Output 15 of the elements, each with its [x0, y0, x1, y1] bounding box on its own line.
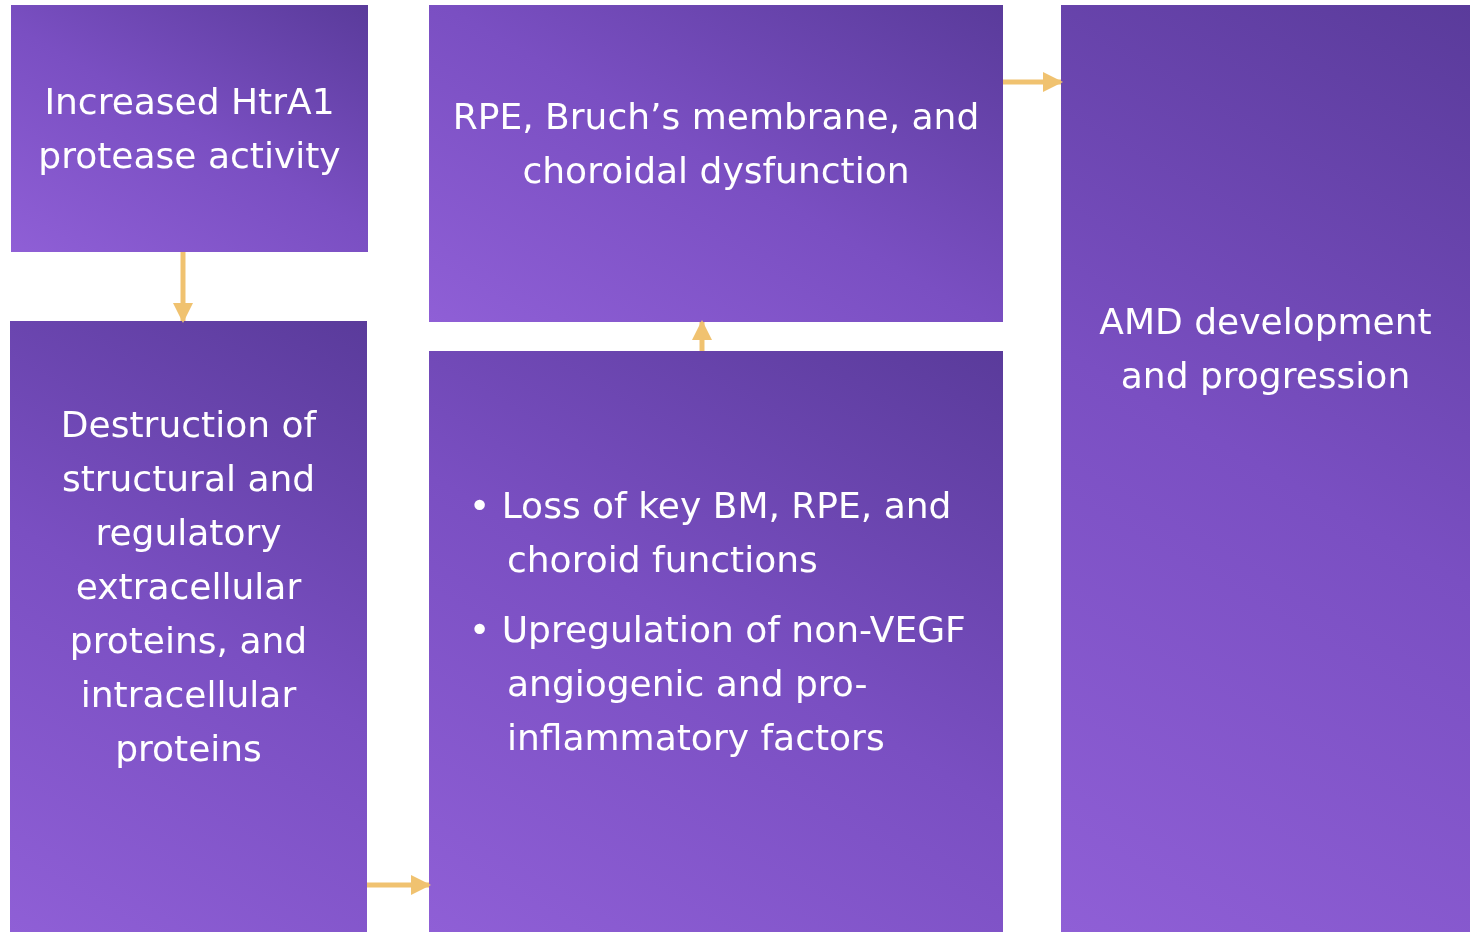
process-box	[11, 5, 368, 252]
process-box	[429, 5, 1003, 322]
arrow	[173, 252, 193, 323]
box-text: Destruction of structural and regulatory extracellular proteins, and intracellular proteins	[59, 402, 318, 771]
box-text: RPE, Bruch’s membrane, and choroidal dysfunction	[451, 94, 981, 193]
box-text: Increased HtrA1 protease activity	[37, 79, 342, 178]
bullet-item: • Loss of key BM, RPE, and choroid functions	[469, 483, 953, 582]
arrow	[367, 875, 431, 895]
box-text: AMD development and progression	[1098, 299, 1433, 398]
bullet-item: • Upregulation of non-VEGF angiogenic and pro-inflammatory factors	[469, 607, 967, 760]
arrow	[1003, 72, 1063, 92]
process-box	[1061, 5, 1470, 932]
arrow	[692, 320, 712, 351]
process-box	[429, 351, 1003, 932]
process-box	[10, 321, 367, 932]
